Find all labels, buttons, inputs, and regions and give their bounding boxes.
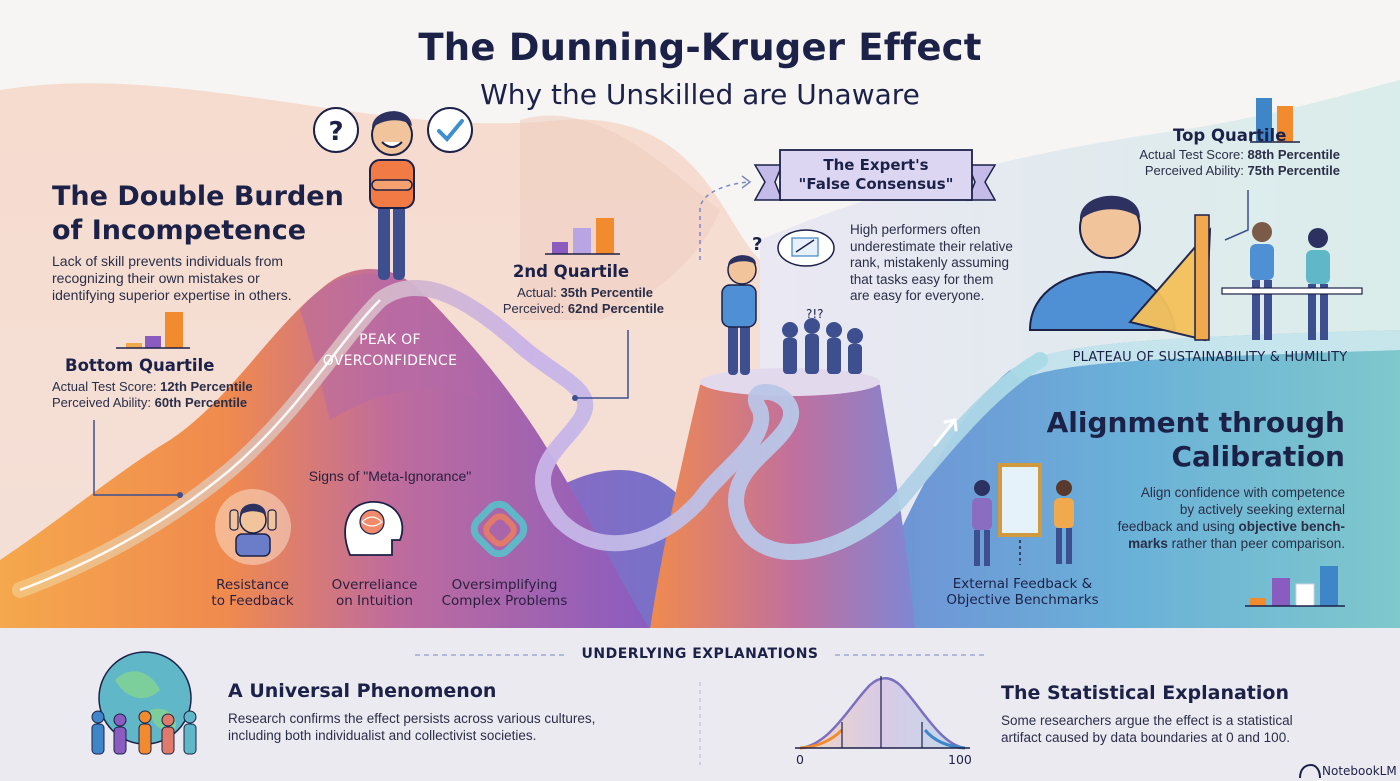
peak-of-overconfidence-label: PEAK OF OVERCONFIDENCE [322,332,458,369]
top-quartile-actual: Actual Test Score: 88th Percentile [1139,147,1340,162]
page-title: The Dunning-Kruger Effect [418,26,982,69]
universal-title: A Universal Phenomenon [228,680,497,702]
statistical-title: The Statistical Explanation [1001,682,1289,704]
meta-ignorance-title: Signs of "Meta-Ignorance" [308,468,472,484]
mirror-feedback-illustration [972,463,1074,566]
second-quartile-connector [575,330,629,399]
second-quartile-title: 2nd Quartile [512,262,630,281]
struggling-group-illustration: ?!? [782,307,863,374]
bottom-quartile-block: Bottom Quartile Actual Test Score: 12th … [52,356,272,411]
checkmark-bubble-icon [427,107,473,153]
top-quartile-block: Top Quartile Actual Test Score: 88th Per… [1130,126,1340,179]
axis-min-label: 0 [796,752,804,767]
expert-pillar [650,373,915,630]
underlying-title: UNDERLYING EXPLANATIONS [581,646,819,662]
svg-text:?!?: ?!? [806,307,824,321]
up-arrow-icon [933,418,958,447]
bottom-quartile-actual: Actual Test Score: 12th Percentile [52,379,253,394]
universal-text: Research confirms the effect persists ac… [228,711,596,743]
banner-connector [699,181,749,260]
second-quartile-perceived: Perceived: 62nd Percentile [502,301,664,316]
thought-bubble-icon [777,229,835,267]
page-subtitle: Why the Unskilled are Unaware [480,78,920,111]
bottom-quartile-perceived: Perceived Ability: 60th Percentile [52,395,248,410]
measuring-expert-illustration [1028,195,1212,342]
bottom-quartile-title: Bottom Quartile [65,356,215,375]
bottom-quartile-connector [93,420,180,496]
alignment-text: Align confidence with competence by acti… [1117,485,1345,551]
plateau-top [1010,330,1400,380]
double-burden-text: Lack of skill prevents individuals from … [52,253,292,303]
svg-text:?: ? [328,117,343,147]
top-quartile-bars [1250,98,1300,143]
axis-max-label: 100 [948,752,972,767]
expert-banner-ribbon [753,149,997,201]
svg-text:?: ? [752,234,762,255]
brand-label: NotebookLM [1322,764,1397,778]
expert-banner-title: The Expert's"False Consensus" [798,156,954,193]
distant-hill [520,115,720,321]
overconfident-person-illustration [369,111,415,280]
expert-banner-text: High performers often underestimate thei… [850,222,1013,303]
tangled-knot-icon [470,500,528,558]
statistical-text: Some researchers argue the effect is a s… [1001,713,1293,745]
bell-curve-icon [795,676,970,750]
bottom-quartile-bars [116,312,190,349]
feedback-caption: External Feedback &Objective Benchmarks [946,576,1099,608]
peak-shadow [300,273,480,420]
head-in-hands-icon [215,489,291,565]
second-quartile-block: 2nd Quartile Actual: 35th Percentile Per… [495,262,675,317]
globe-people-icon [91,651,197,755]
top-quartile-connector [1224,190,1249,241]
double-burden-heading: The Double Burden of Incompetence [52,181,344,246]
peak-mountain [0,269,650,630]
second-quartile-bars [545,218,620,255]
thinking-expert-illustration: ? [721,234,762,375]
calibration-bars [1245,566,1345,607]
brain-icon [344,501,404,556]
second-quartile-actual: Actual: 35th Percentile [517,285,653,300]
question-bubble-icon: ? [313,107,359,153]
path-highlight [19,299,381,592]
top-quartile-perceived: Perceived Ability: 75th Percentile [1144,163,1340,178]
top-quartile-title: Top Quartile [1173,126,1287,145]
collaborating-people-illustration [1221,222,1363,340]
plateau-label: PLATEAU OF SUSTAINABILITY & HUMILITY [1072,350,1348,365]
notebooklm-logo-icon [1299,763,1321,779]
